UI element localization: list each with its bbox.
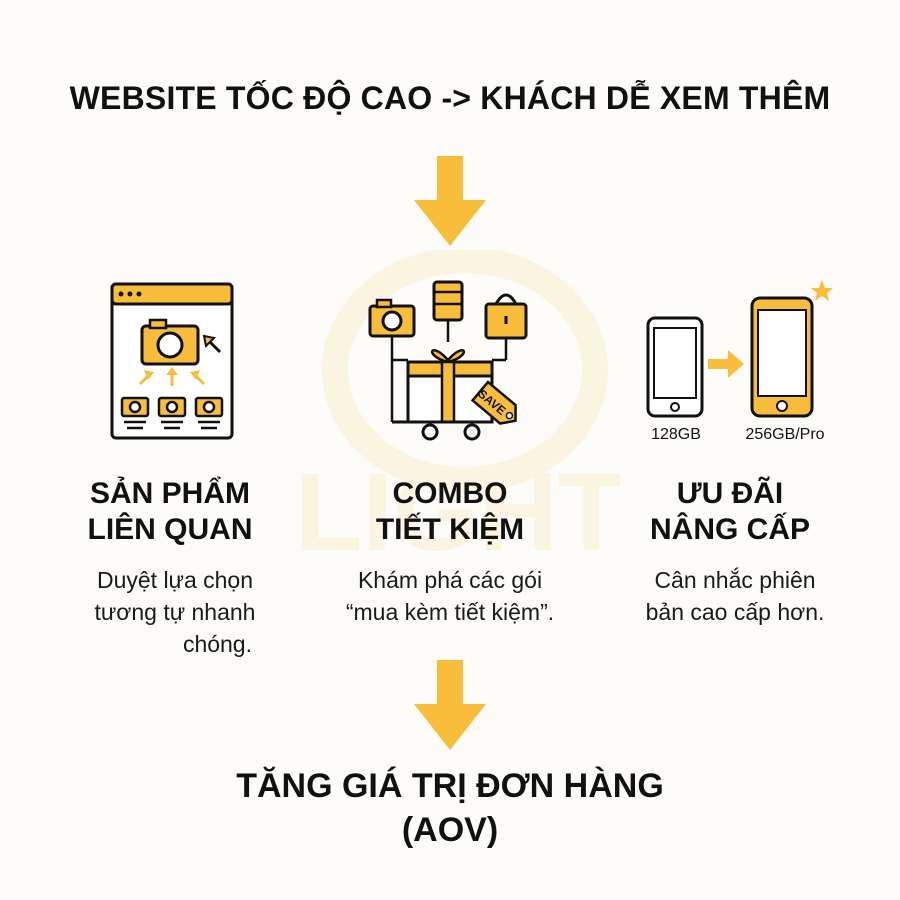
column-3-title-line2: NÂNG CẤP [649,513,810,546]
column-3-title: ƯU ĐÃI NÂNG CẤP [620,476,840,548]
column-1-title-line2: LIÊN QUAN [87,513,253,546]
watermark-text: LIGHT [300,451,620,574]
column-1-title: SẢN PHẨM LIÊN QUAN [60,476,280,548]
column-2-title-line2: TIẾT KIỆM [375,513,525,546]
footer-title-line1: TĂNG GIÁ TRỊ ĐƠN HÀNG [236,767,664,805]
column-1-desc-line1: Duyệt lựa chọn [96,567,254,593]
storage-label-256gb-pro: 256GB/Pro [745,426,825,443]
gift-cart-icon: SAVE [368,280,538,449]
header-title: WEBSITE TỐC ĐỘ CAO -> KHÁCH DỄ XEM THÊM [69,80,831,116]
browser-camera-grid-icon [110,282,234,445]
storage-label-128gb: 128GB [651,426,701,443]
column-3-title-line1: ƯU ĐÃI [676,477,784,510]
column-2-description: Khám phá các gói “mua kèm tiết kiệm”. [320,564,580,628]
footer-title: TĂNG GIÁ TRỊ ĐƠN HÀNG (AOV) [0,764,900,852]
down-arrow-bottom-icon [414,660,486,752]
column-2-title: COMBO TIẾT KIỆM [340,476,560,548]
phone-upgrade-icon [640,278,840,423]
column-1-desc-line2: tương tự nhanh [94,599,256,625]
column-3-desc-line2: bản cao cấp hơn. [645,599,825,625]
column-2-desc-line1: Khám phá các gói [357,567,543,593]
column-1-description: Duyệt lựa chọn tương tự nhanh chóng. [60,564,290,660]
column-1-title-line1: SẢN PHẨM [89,477,250,510]
column-2-desc-line2: “mua kèm tiết kiệm”. [345,599,555,625]
down-arrow-top-icon [414,156,486,248]
column-1-desc-line3: chóng. [182,631,252,657]
watermark-logo: LIGHT [295,247,625,630]
column-3-description: Cân nhắc phiên bản cao cấp hơn. [610,564,860,628]
column-3-desc-line1: Cân nhắc phiên [654,567,816,593]
footer-title-line2: (AOV) [401,811,499,849]
column-2-title-line1: COMBO [392,477,508,510]
